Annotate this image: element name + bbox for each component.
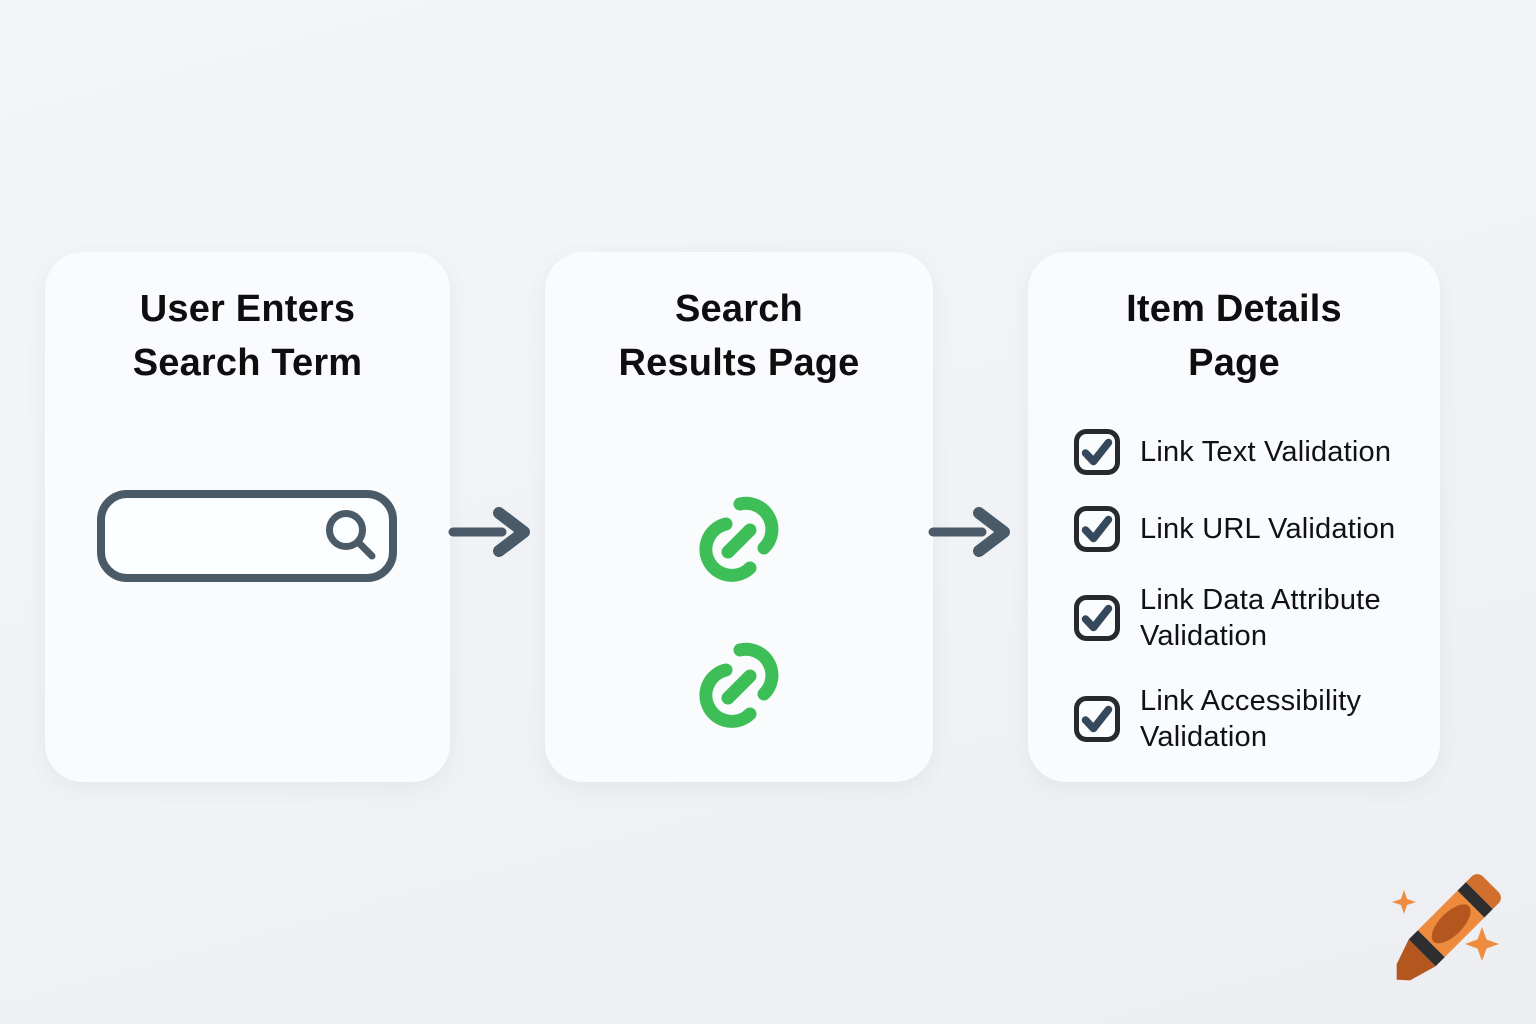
checkbox-checked-icon[interactable] [1073,505,1121,553]
card-title: User Enters Search Term [45,282,450,390]
card-title-line: Results Page [618,342,860,384]
checklist-item: Link Accessibility Validation [1073,683,1456,755]
checkbox-checked-icon[interactable] [1073,695,1121,743]
checklist-item-label: Link Data Attribute Validation [1140,584,1381,652]
card-title-line: Search [675,288,803,330]
card-title: Search Results Page [545,282,933,390]
search-input[interactable] [97,490,397,582]
card-user-enters-search-term: User Enters Search Term [45,252,450,782]
checklist-item: Link Data Attribute Validation [1073,582,1456,654]
checklist-item: Link URL Validation [1073,505,1456,553]
card-item-details-page: Item Details Page Link Text Validation L… [1028,252,1440,782]
search-box [97,490,397,582]
card-search-results-page: Search Results Page [545,252,933,782]
validation-checklist: Link Text Validation Link URL Validation… [1073,428,1456,755]
card-title-line: User Enters [139,288,356,330]
card-title-line: Page [1188,342,1280,384]
sparkle-icon [1465,927,1499,961]
checklist-item-label: Link Accessibility Validation [1140,685,1362,753]
card-title-line: Item Details [1126,288,1342,330]
card-title: Item Details Page [1028,282,1440,390]
search-icon [326,510,376,560]
link-icon [699,496,779,582]
arrow-right-icon [928,507,1010,557]
checkbox-checked-icon[interactable] [1073,594,1121,642]
card-title-line: Search Term [132,342,363,384]
checklist-item-label: Link URL Validation [1140,513,1396,545]
arrow-right-icon [448,507,530,557]
sparkle-icon [1392,890,1416,914]
crayon-icon [1392,874,1501,981]
link-icon [699,642,779,728]
checklist-item-label: Link Text Validation [1140,436,1392,468]
checklist-item: Link Text Validation [1073,428,1456,476]
checkbox-checked-icon[interactable] [1073,428,1121,476]
